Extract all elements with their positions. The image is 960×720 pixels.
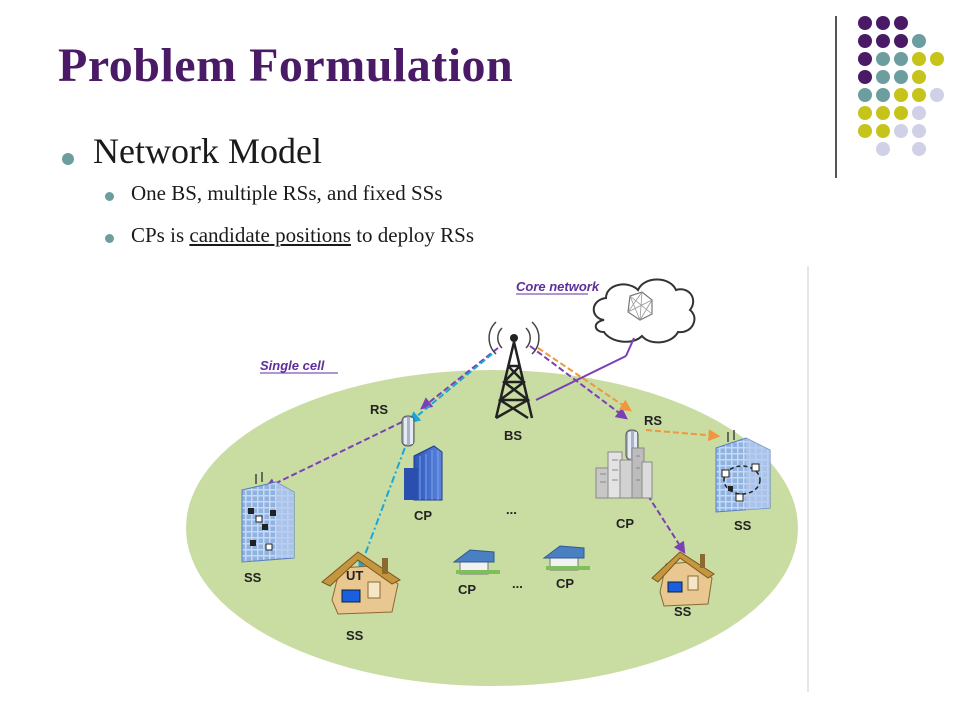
rs-right-label: RS	[644, 413, 662, 428]
ut-label: UT	[346, 568, 363, 583]
link-rs-ut	[357, 433, 411, 571]
network-diagram: Core network Single cell BS	[186, 266, 809, 692]
core-network-label: Core network	[516, 279, 600, 294]
decor-dot	[858, 106, 872, 120]
link-rs-ss-left	[263, 421, 403, 490]
sub-bullet-one-bs: One BS, multiple RSs, and fixed SSs	[131, 181, 443, 205]
decor-dot	[930, 52, 944, 66]
cp-house-small-right-icon	[542, 545, 590, 571]
slide-title: Problem Formulation	[58, 39, 514, 92]
link-bs-rs-right	[529, 345, 628, 420]
decor-dot	[912, 52, 926, 66]
cp-house-small-left-icon	[452, 549, 500, 575]
decor-dot	[876, 70, 890, 84]
cp-building-right-icon	[595, 447, 653, 499]
decor-dot	[894, 124, 908, 138]
ellipsis-middle: ...	[506, 502, 517, 517]
decor-dot	[912, 106, 926, 120]
decor-dot	[876, 34, 890, 48]
decor-dot	[912, 34, 926, 48]
bullet-dot	[62, 153, 74, 165]
decor-dot	[876, 142, 890, 156]
bs-label: BS	[504, 428, 522, 443]
decor-dot	[876, 88, 890, 102]
bs-tower-icon	[488, 321, 540, 420]
decor-dot	[894, 70, 908, 84]
sub-bullet-cps-post: to deploy RSs	[350, 223, 475, 247]
candidate-positions-text: candidate positions	[189, 223, 351, 247]
decor-dot	[858, 16, 872, 30]
decor-dot	[912, 142, 926, 156]
decor-dot	[930, 88, 944, 102]
rs-left-label: RS	[370, 402, 388, 417]
decor-dot	[858, 34, 872, 48]
decor-dot	[858, 124, 872, 138]
link-core-uplink	[625, 337, 635, 357]
ss-right-label: SS	[734, 518, 752, 533]
decor-dot	[876, 124, 890, 138]
cp-right-label: CP	[616, 516, 634, 531]
link-bs-rs-left	[420, 347, 499, 410]
decor-dot	[876, 106, 890, 120]
core-network-cloud-icon	[592, 278, 696, 344]
sub-bullet-cps: CPs is candidate positions to deploy RSs	[131, 223, 474, 248]
decor-dot	[912, 88, 926, 102]
decor-dot	[876, 16, 890, 30]
decor-dot	[912, 124, 926, 138]
decor-dot	[858, 70, 872, 84]
decor-dot	[894, 16, 908, 30]
link-bs-core	[535, 355, 627, 401]
sub-bullet-dot	[105, 234, 114, 243]
sub-bullet-dot	[105, 192, 114, 201]
decor-dot	[858, 52, 872, 66]
sub-bullet-cps-pre: CPs is	[131, 223, 190, 247]
decor-dot	[858, 88, 872, 102]
cp-left-label: CP	[414, 508, 432, 523]
link-bs-rs-orange	[537, 347, 632, 412]
rs-left-icon	[401, 415, 415, 447]
cp-small-right-label: CP	[556, 576, 574, 591]
ss-building-right-icon	[715, 430, 771, 513]
single-cell-label: Single cell	[260, 358, 325, 373]
cp-building-left-icon	[404, 445, 443, 501]
decor-dot	[894, 88, 908, 102]
ss-left-label: SS	[244, 570, 262, 585]
decor-dot	[894, 34, 908, 48]
bullet-network-model: Network Model	[93, 131, 322, 171]
decor-dot	[876, 52, 890, 66]
ss-house-left-icon	[321, 551, 401, 615]
decorative-vertical-line	[835, 16, 837, 178]
ss-building-left-icon	[241, 472, 295, 563]
cp-small-left-label: CP	[458, 582, 476, 597]
decor-dot	[912, 70, 926, 84]
ss-house-right-label: SS	[674, 604, 692, 619]
ellipsis-bottom: ...	[512, 576, 523, 591]
decor-dot	[894, 106, 908, 120]
ss-house-left-label: SS	[346, 628, 364, 643]
decor-dot	[894, 52, 908, 66]
ss-house-right-icon	[651, 551, 715, 607]
link-rs-ss-right	[645, 429, 721, 442]
